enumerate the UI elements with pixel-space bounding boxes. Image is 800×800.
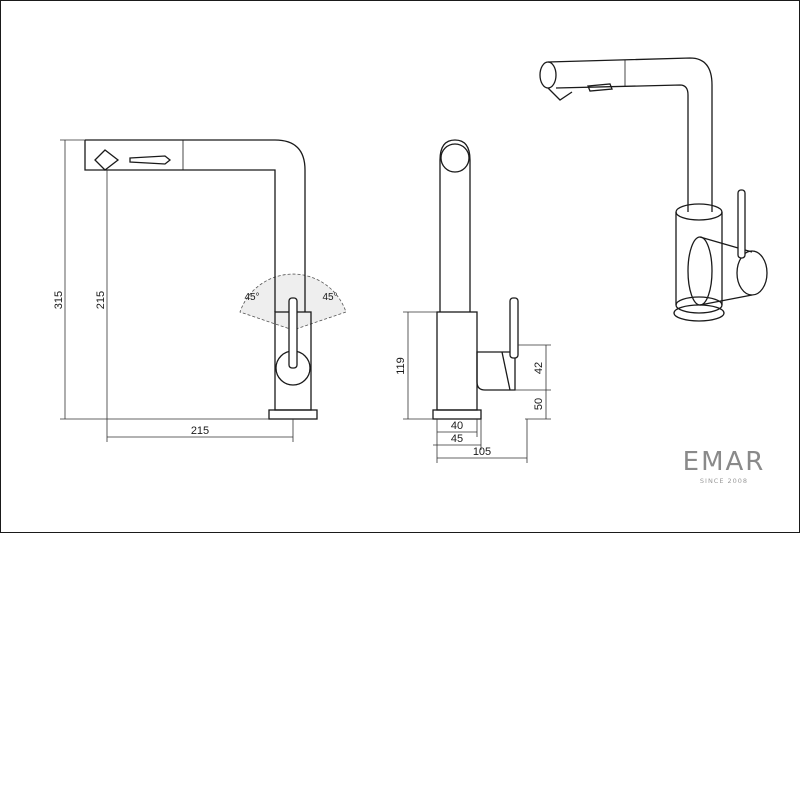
persp-spout-outer: [547, 57, 713, 212]
dim-body-height: 119: [395, 357, 407, 375]
dim-spout-height: 215: [95, 291, 107, 309]
persp-spout-inner: [555, 84, 689, 212]
persp-handle: [737, 189, 746, 259]
dim-total-depth: 105: [473, 446, 491, 458]
front-view: [84, 139, 347, 420]
faucet-base: [268, 409, 318, 420]
side-body: [436, 311, 478, 411]
side-spray-head: [440, 143, 470, 173]
side-base: [432, 409, 482, 420]
side-view: [432, 139, 519, 420]
brand-logo: EMAR: [683, 447, 766, 477]
persp-spray-end: [539, 61, 557, 89]
spout-inner: [84, 140, 276, 312]
dim-lever-height: 42: [533, 362, 545, 374]
dim-angle-left: 45°: [244, 292, 259, 303]
side-handle: [509, 297, 519, 359]
front-view-dimensions: [60, 139, 294, 442]
dim-spout-reach: 215: [191, 425, 209, 437]
perspective-view: [539, 57, 768, 322]
spout-outer: [85, 139, 306, 312]
drawing-border: [0, 0, 800, 533]
spray-button: [129, 155, 172, 165]
handle-lever: [288, 297, 298, 369]
spray-head: [94, 149, 120, 171]
dim-base-width-inner: 40: [451, 420, 463, 432]
dim-total-height: 315: [53, 291, 65, 309]
dim-base-height: 50: [533, 398, 545, 410]
faucet-drawing-canvas: 315 215 215 45° 45° 119 42 50 40 45 105: [0, 0, 800, 533]
persp-body: [675, 212, 723, 305]
persp-spray-button: [587, 83, 613, 92]
side-view-dimensions: [403, 311, 551, 463]
side-lever-hub: [476, 351, 516, 391]
technical-drawing: 315 215 215 45° 45° 119 42 50 40 45 105: [0, 0, 800, 533]
dim-base-width-outer: 45: [451, 433, 463, 445]
dim-angle-right: 45°: [322, 292, 337, 303]
side-spout: [439, 139, 471, 312]
brand-tagline: SINCE 2008: [700, 477, 748, 485]
